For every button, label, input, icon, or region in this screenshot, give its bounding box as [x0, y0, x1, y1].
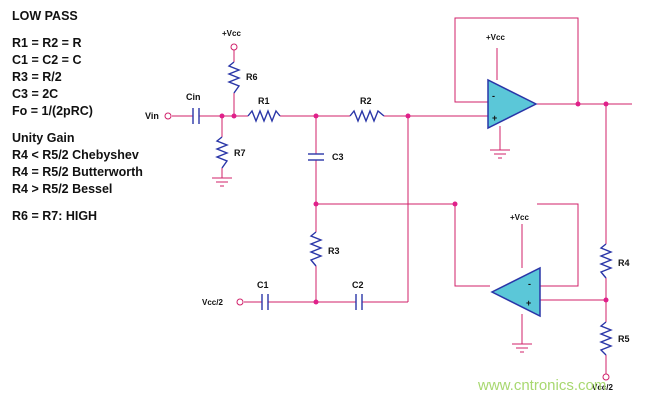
- component-labels: +Vcc +Vcc +Vcc Vin Vcc/2 Vcc/2 Cin R1 R2…: [145, 29, 630, 392]
- resistor-r6: [227, 61, 241, 94]
- note-line: R1 = R2 = R: [12, 36, 82, 50]
- opamp-2: - +: [490, 266, 541, 318]
- resistor-r2: [349, 109, 385, 123]
- label-vcc-opamp2: +Vcc: [510, 213, 529, 222]
- label-vcc-bottom: Vcc/2: [592, 383, 613, 392]
- capacitor-c3: [308, 153, 324, 161]
- label-r6: R6: [246, 72, 258, 82]
- node-dot: [231, 113, 237, 119]
- terminal-vcc-top: [230, 43, 238, 51]
- opamp-1: - +: [487, 78, 538, 130]
- note-line: C1 = C2 = C: [12, 53, 82, 67]
- resistor-r7: [215, 136, 229, 169]
- node-dot: [603, 297, 609, 303]
- note-line: C3 = 2C: [12, 87, 59, 101]
- capacitors: [192, 108, 363, 310]
- opamp-minus: -: [492, 91, 495, 101]
- terminal-vcc-half: [236, 298, 244, 306]
- capacitor-c1: [261, 294, 269, 310]
- label-vcc-half: Vcc/2: [202, 298, 223, 307]
- terminal-vin: [164, 112, 172, 120]
- notes-heading: LOW PASS: [12, 9, 78, 23]
- opamp-plus: +: [526, 298, 531, 308]
- label-r4: R4: [618, 258, 630, 268]
- label-vcc-top: +Vcc: [222, 29, 241, 38]
- label-r5: R5: [618, 334, 630, 344]
- resistor-r1: [247, 109, 281, 123]
- gain-line: R4 = R5/2 Butterworth: [12, 165, 143, 179]
- node-dot: [313, 113, 319, 119]
- notes-footer: R6 = R7: HIGH: [12, 209, 98, 223]
- resistor-r3: [309, 231, 323, 267]
- label-r3: R3: [328, 246, 340, 256]
- resistor-r4: [599, 243, 613, 279]
- junction-nodes: [219, 101, 609, 305]
- opamp-plus: +: [492, 113, 497, 123]
- note-line: Fo = 1/(2pRC): [12, 104, 93, 118]
- node-dot: [603, 101, 609, 107]
- node-dot: [575, 101, 581, 107]
- node-dot: [313, 299, 319, 305]
- node-dot: [405, 113, 411, 119]
- label-c3: C3: [332, 152, 344, 162]
- node-dot: [219, 113, 225, 119]
- ground-icon: [512, 343, 532, 353]
- label-r1: R1: [258, 96, 270, 106]
- label-vcc-opamp1: +Vcc: [486, 33, 505, 42]
- label-r2: R2: [360, 96, 372, 106]
- label-c2: C2: [352, 280, 364, 290]
- label-vin: Vin: [145, 111, 159, 121]
- wires: [172, 17, 632, 374]
- design-notes: LOW PASS R1 = R2 = R C1 = C2 = C R3 = R/…: [12, 8, 143, 225]
- resistor-r5: [599, 321, 613, 356]
- gain-line: R4 < R5/2 Chebyshev: [12, 148, 139, 162]
- gain-heading: Unity Gain: [12, 131, 75, 145]
- label-cin: Cin: [186, 92, 201, 102]
- terminals: [164, 43, 610, 381]
- capacitor-c2: [355, 294, 363, 310]
- terminal-vcc-bottom: [602, 373, 610, 381]
- label-r7: R7: [234, 148, 246, 158]
- node-dot: [452, 201, 458, 207]
- note-line: R3 = R/2: [12, 70, 62, 84]
- ground-symbols: [212, 149, 532, 353]
- node-dot: [313, 201, 319, 207]
- opamp-minus: -: [528, 279, 531, 289]
- ground-icon: [212, 177, 232, 187]
- capacitor-cin: [192, 108, 200, 124]
- resistors: [215, 61, 613, 356]
- watermark: www.cntronics.com: [477, 377, 606, 394]
- ground-icon: [490, 149, 510, 159]
- label-c1: C1: [257, 280, 269, 290]
- gain-line: R4 > R5/2 Bessel: [12, 182, 113, 196]
